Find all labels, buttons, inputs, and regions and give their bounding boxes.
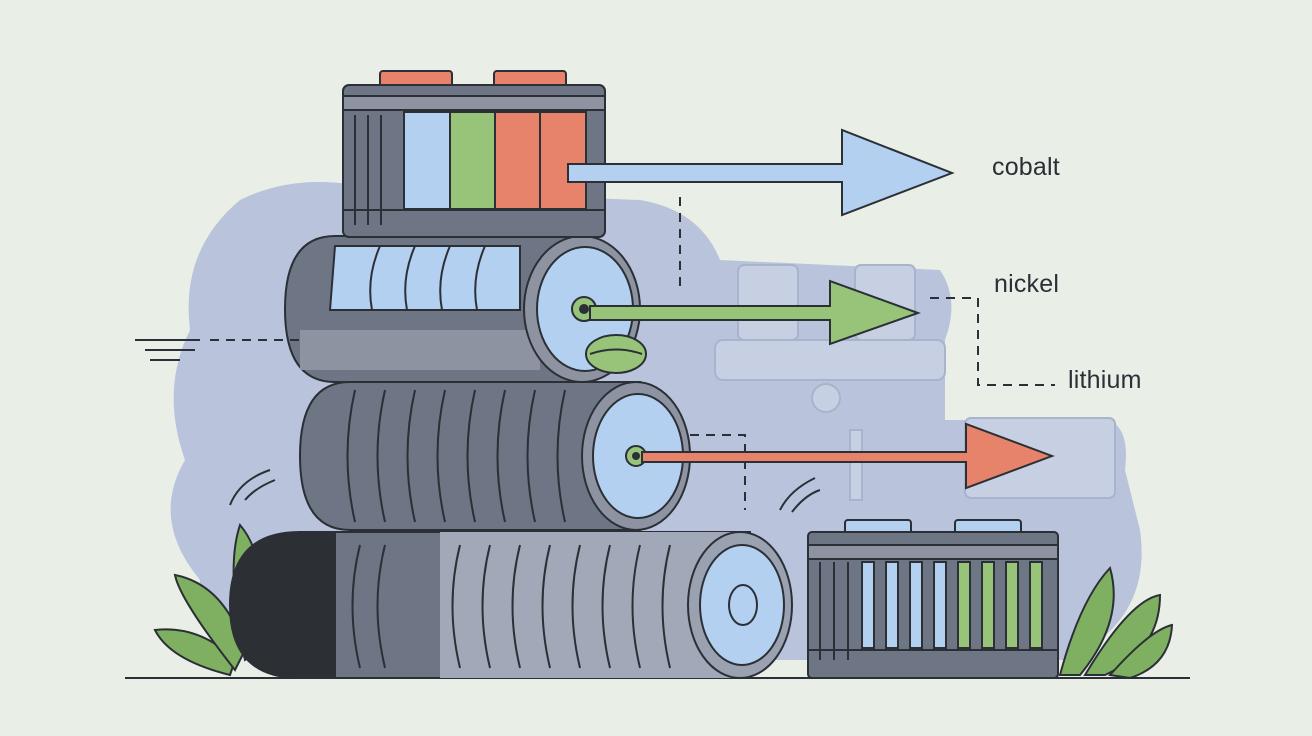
top-battery-pack-icon (342, 70, 606, 238)
cobalt-arrow-icon (567, 128, 955, 217)
leaf-icon (585, 334, 647, 374)
nickel-arrow-icon (589, 279, 921, 346)
plant-right-icon (1058, 566, 1174, 680)
lithium-label: lithium (1068, 366, 1142, 394)
nickel-label: nickel (994, 270, 1060, 298)
dashed-connectors (210, 197, 1055, 510)
bottom-battery-pack-icon (807, 519, 1059, 679)
background-fuel-pump-icon (714, 264, 1116, 501)
motion-lines (135, 339, 821, 513)
bottom-large-cell-icon (228, 531, 793, 679)
middle-cell-icon (298, 381, 691, 531)
cobalt-label: cobalt (992, 153, 1060, 181)
lithium-arrow-icon (641, 422, 1055, 490)
